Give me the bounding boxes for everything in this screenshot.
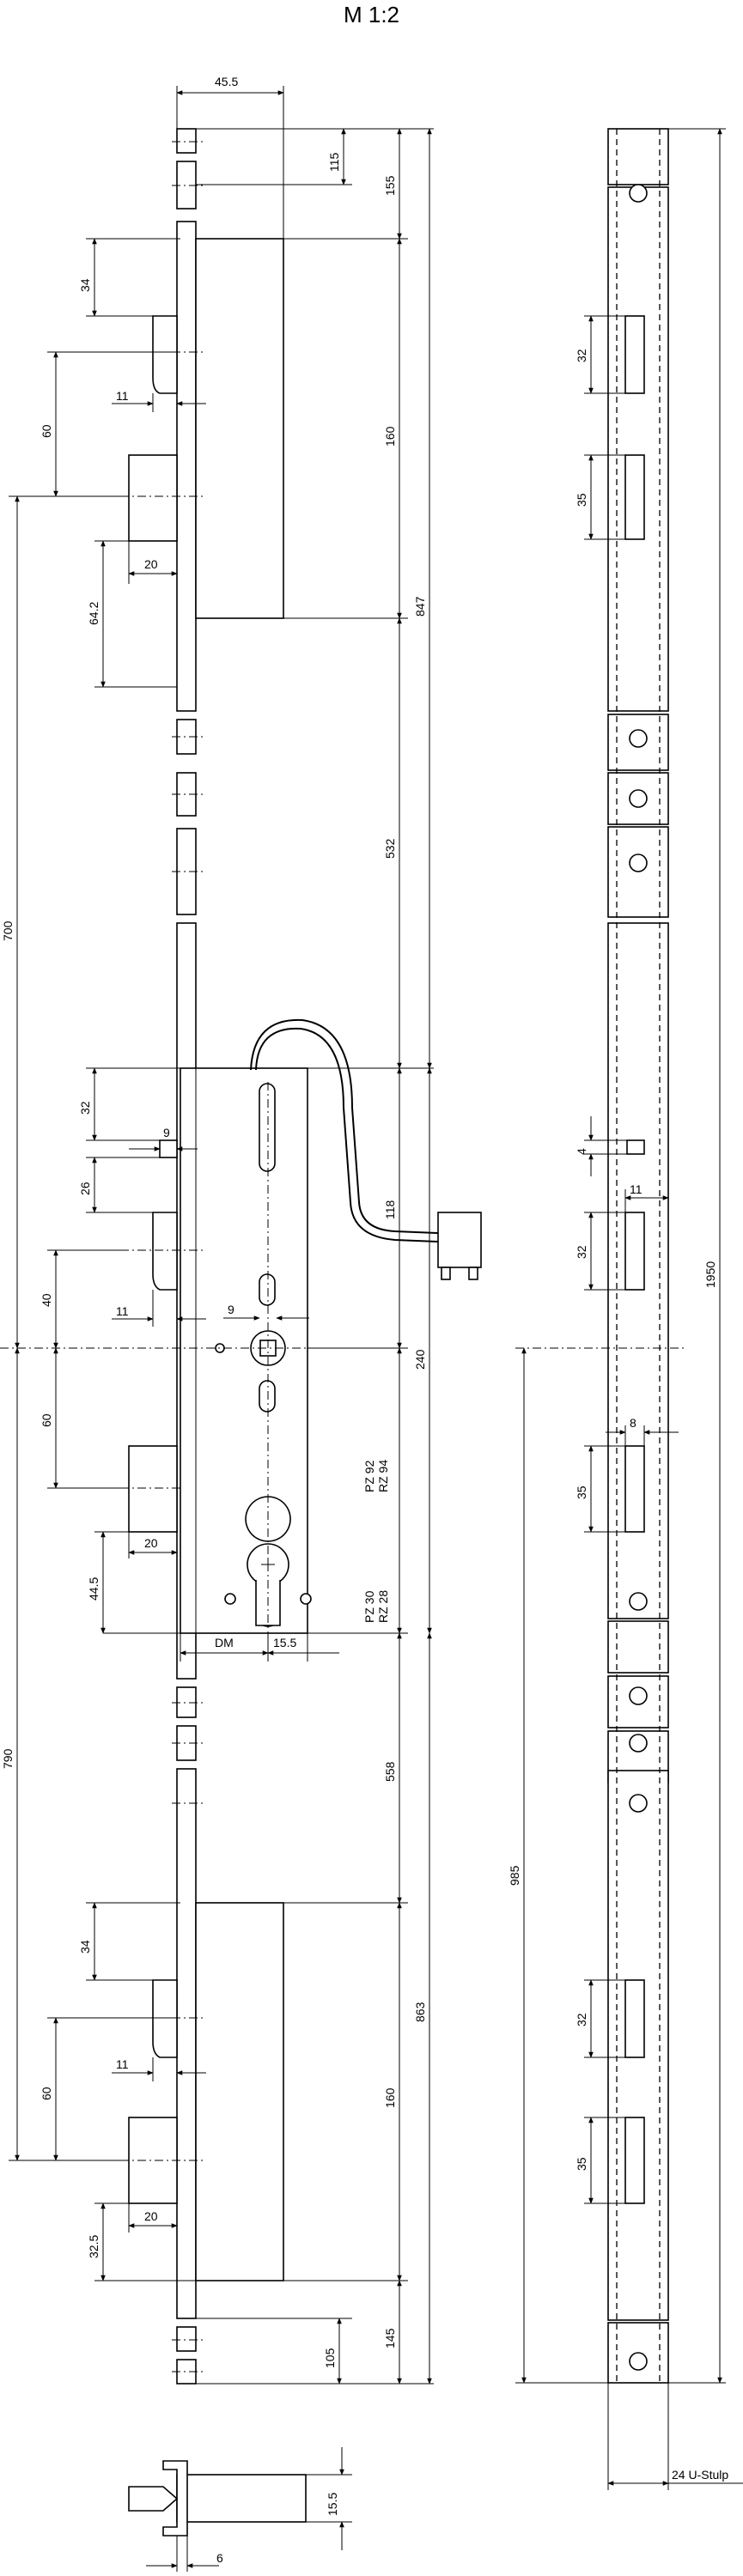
dim-r-32-bottom: 32 — [575, 2013, 588, 2026]
dim-45-5: 45.5 — [215, 75, 238, 88]
dim-26: 26 — [78, 1182, 92, 1195]
dimension-labels: 45.5 115 155 34 11 60 160 847 20 64.2 53… — [1, 75, 728, 2565]
dim-r-24-u-stulp: 24 U-Stulp — [672, 2468, 728, 2482]
dim-240: 240 — [413, 1349, 427, 1370]
dim-r-8: 8 — [630, 1416, 636, 1430]
label-pz92: PZ 92 — [362, 1460, 376, 1492]
top-round-bolt — [128, 454, 178, 542]
dim-r-4: 4 — [575, 1148, 588, 1155]
dim-r-11: 11 — [630, 1182, 643, 1196]
top-lock-case — [195, 238, 284, 619]
dim-115: 115 — [327, 152, 341, 172]
dim-r-35-top: 35 — [575, 493, 588, 507]
dim-15-5-section: 15.5 — [326, 2493, 339, 2516]
dim-160-bottom: 160 — [383, 2087, 397, 2108]
dim-160-top: 160 — [383, 426, 397, 447]
label-rz28: RZ 28 — [376, 1590, 390, 1623]
dim-60-main: 60 — [40, 1413, 53, 1427]
bottom-lock-case — [195, 1902, 284, 2281]
dim-40: 40 — [40, 1293, 53, 1307]
bottom-round-bolt — [128, 2117, 178, 2204]
dim-790: 790 — [1, 1748, 15, 1769]
dim-9-hub: 9 — [228, 1303, 234, 1316]
dim-863: 863 — [413, 2002, 427, 2022]
dim-6: 6 — [216, 2551, 223, 2565]
dim-20-main: 20 — [144, 1536, 158, 1550]
dim-r-35-main: 35 — [575, 1485, 588, 1499]
dim-532: 532 — [383, 838, 397, 859]
label-pz30: PZ 30 — [362, 1590, 376, 1623]
main-deadbolt — [128, 1445, 178, 1533]
dim-155: 155 — [383, 175, 397, 196]
left-dimensions — [9, 86, 434, 2385]
dim-118: 118 — [383, 1200, 397, 1219]
dim-32-5: 32.5 — [87, 2235, 100, 2258]
dim-r-32-main: 32 — [575, 1245, 588, 1259]
main-lock-case — [180, 1067, 308, 1634]
dim-r-32-top: 32 — [575, 349, 588, 362]
dim-105: 105 — [323, 2348, 337, 2368]
left-elevation — [0, 86, 482, 2385]
dim-r-35-bottom: 35 — [575, 2157, 588, 2171]
cable-connector — [437, 1212, 482, 1268]
dim-34-top: 34 — [78, 278, 92, 292]
dim-20-top: 20 — [144, 557, 158, 571]
scale-title: M 1:2 — [343, 2, 400, 27]
dim-700: 700 — [1, 920, 15, 941]
dim-r-1950: 1950 — [703, 1261, 717, 1288]
dim-847: 847 — [413, 596, 427, 617]
dim-60-top: 60 — [40, 424, 53, 438]
dim-11-top: 11 — [116, 389, 129, 403]
section-view — [128, 2447, 352, 2572]
dim-11-bottom: 11 — [116, 2057, 129, 2071]
top-hook-bolt — [152, 315, 178, 394]
dim-15-5-dm: 15.5 — [273, 1636, 296, 1649]
bottom-hook-bolt — [152, 1979, 178, 2058]
dim-558: 558 — [383, 1761, 397, 1782]
spindle-slot — [259, 1083, 276, 1172]
main-hook-bolt — [152, 1212, 178, 1291]
dim-r-985: 985 — [508, 1865, 521, 1886]
small-pin — [159, 1139, 178, 1158]
dim-44-5: 44.5 — [87, 1577, 100, 1601]
dim-145: 145 — [383, 2328, 397, 2348]
dim-60-bottom: 60 — [40, 2087, 53, 2100]
dim-11-main: 11 — [116, 1304, 129, 1318]
dim-20-bottom: 20 — [144, 2209, 158, 2223]
dim-34-bottom: 34 — [78, 1940, 92, 1953]
label-dm: DM — [215, 1636, 234, 1649]
connection-cable — [255, 1027, 439, 1242]
label-rz94: RZ 94 — [376, 1460, 390, 1492]
right-elevation — [515, 128, 743, 2490]
dim-9-pin: 9 — [163, 1126, 170, 1139]
dim-64-2: 64.2 — [87, 602, 100, 625]
dim-32-main: 32 — [78, 1101, 92, 1115]
